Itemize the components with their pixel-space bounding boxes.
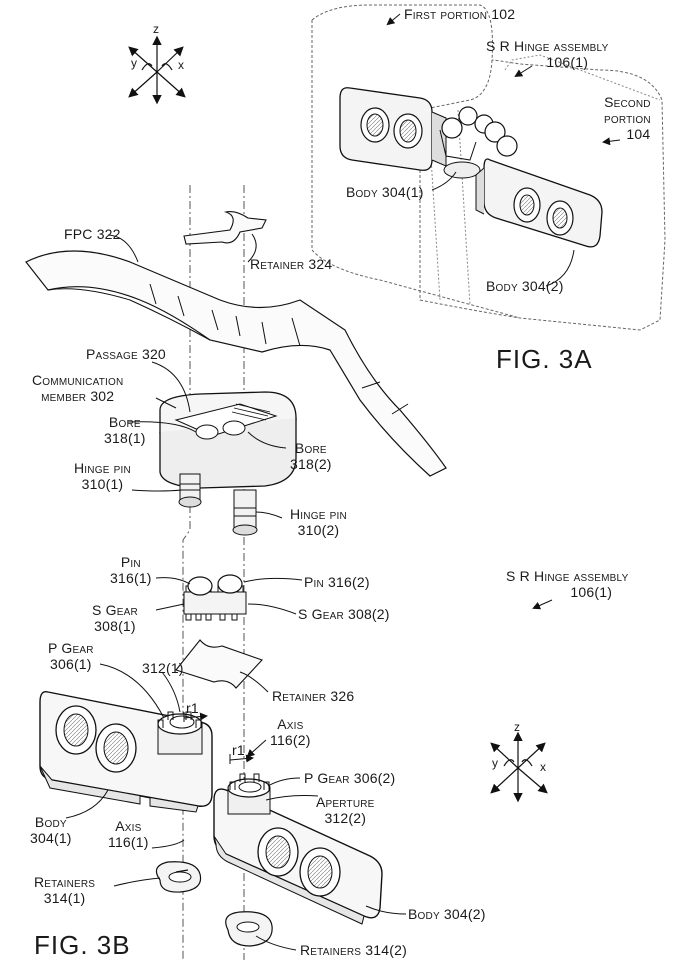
axis-z-label-3b: z bbox=[514, 720, 520, 734]
axis-y-label-3a: y bbox=[131, 56, 137, 70]
label-retainers-314-2: Retainers 314(2) bbox=[300, 942, 407, 958]
axis-x-label-3b: x bbox=[540, 760, 546, 774]
label-aperture-312-1: 312(1) bbox=[142, 660, 184, 676]
label-passage: Passage 320 bbox=[86, 346, 166, 362]
label-body-304-1-3a: Body 304(1) bbox=[346, 184, 424, 200]
label-retainer-326: Retainer 326 bbox=[272, 688, 355, 704]
axes-triad-3b bbox=[490, 731, 548, 803]
label-body-304-2-3b: Body 304(2) bbox=[408, 906, 486, 922]
axes-triad-3a bbox=[128, 35, 186, 105]
fig-3b-drawing bbox=[25, 185, 447, 960]
axis-y-label-3b: y bbox=[492, 756, 498, 770]
label-body-304-2-3a: Body 304(2) bbox=[486, 278, 564, 294]
label-retainer-324: Retainer 324 bbox=[250, 256, 333, 272]
label-r1-top: r1 bbox=[186, 700, 199, 716]
label-fpc: FPC 322 bbox=[64, 226, 121, 242]
fig-3a-title: FIG. 3A bbox=[496, 344, 593, 374]
axis-z-label-3a: z bbox=[153, 22, 159, 36]
axis-x-label-3a: x bbox=[178, 58, 184, 72]
fig-3b-title: FIG. 3B bbox=[34, 930, 131, 960]
fig-3a-drawing bbox=[311, 4, 666, 331]
label-pin-316-2: Pin 316(2) bbox=[304, 574, 370, 590]
label-r1-bottom: r1 bbox=[232, 742, 245, 758]
leader-lines bbox=[65, 13, 621, 951]
label-first-portion: First portion 102 bbox=[404, 6, 516, 22]
label-s-gear-308-2: S Gear 308(2) bbox=[298, 606, 390, 622]
label-p-gear-306-2: P Gear 306(2) bbox=[304, 770, 396, 786]
